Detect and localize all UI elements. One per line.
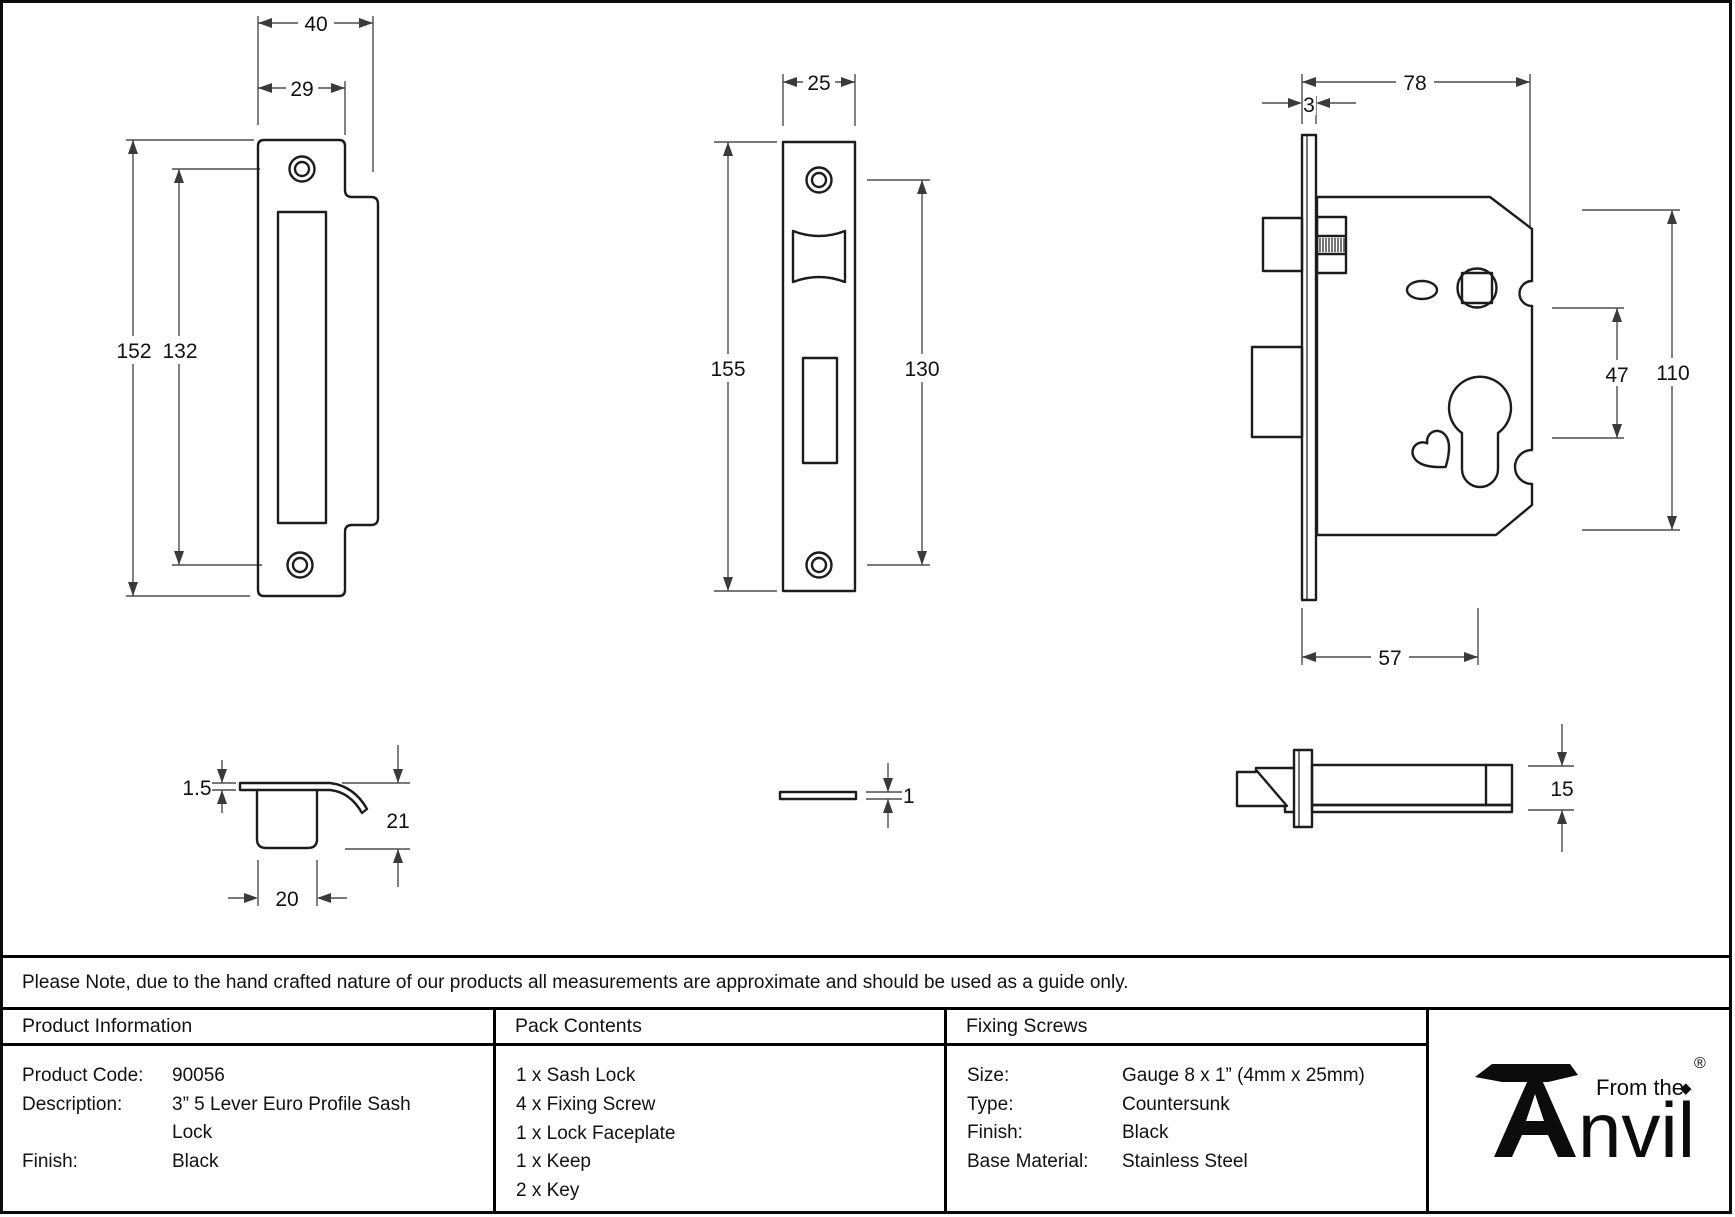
dim-keep-screw-centres: 132 — [162, 340, 197, 363]
lock-body-side-view: 78 3 — [1250, 68, 1698, 670]
pack-item: 1 x Sash Lock — [516, 1065, 636, 1086]
screw-type-label: Type: — [967, 1093, 1014, 1115]
pack-item: 1 x Keep — [516, 1151, 591, 1173]
product-info-table: Product Information Product Code: 90056 … — [3, 1007, 1729, 1211]
screw-finish-row: Finish: Black — [967, 1119, 1426, 1148]
faceplate-outline — [781, 140, 857, 593]
keep-front-view: 40 29 152 132 — [112, 9, 380, 598]
finish-row: Finish: Black — [22, 1148, 493, 1177]
description-value: 3” 5 Lever Euro Profile Sash Lock — [172, 1093, 411, 1144]
registered-trademark-icon: ® — [1694, 1055, 1706, 1072]
lock-faceplate-edge — [1300, 133, 1318, 602]
heart-cutout — [1411, 429, 1451, 469]
base-material-value: Stainless Steel — [1122, 1150, 1248, 1172]
logo-name-rest: nvil — [1578, 1086, 1695, 1174]
pack-contents-column: Pack Contents 1 x Sash Lock 4 x Fixing S… — [496, 1010, 947, 1211]
finish-value: Black — [172, 1150, 219, 1172]
screw-finish-value: Black — [1122, 1122, 1169, 1143]
keep-plate-outline — [256, 138, 380, 598]
dim-keep-outer-height: 152 — [116, 340, 151, 363]
screw-size-value: Gauge 8 x 1” (4mm x 25mm) — [1122, 1065, 1365, 1086]
screw-type-value: Countersunk — [1122, 1093, 1230, 1115]
anvil-top-shape — [1475, 1064, 1578, 1082]
deadbolt — [1250, 345, 1304, 439]
dim-keep-plate-thickness: 1.5 — [182, 777, 211, 800]
keep-pocket-opening — [276, 210, 328, 525]
dim-keep-outer-width: 40 — [304, 13, 327, 36]
anvil-a-logo-mark — [1494, 1064, 1576, 1157]
brand-logo-cell: nvil From the ◆ ® — [1429, 1010, 1729, 1211]
description-row: Description: 3” 5 Lever Euro Profile Sas… — [22, 1091, 493, 1148]
pack-contents-header: Pack Contents — [496, 1010, 944, 1046]
faceplate-top-view — [1292, 748, 1314, 829]
pack-item: 4 x Fixing Screw — [516, 1093, 656, 1115]
spindle-follower — [1456, 267, 1498, 309]
faceplate-side-view: 1 — [778, 763, 915, 828]
product-code-label: Product Code: — [22, 1065, 144, 1086]
screw-finish-label: Finish: — [967, 1122, 1023, 1143]
lock-body-top-view: 15 — [1235, 724, 1574, 852]
faceplate-screw-hole-bottom — [805, 551, 833, 579]
dim-case-thickness: 15 — [1550, 778, 1573, 801]
dim-faceplate-screw-centres: 130 — [904, 358, 939, 381]
base-material-row: Base Material: Stainless Steel — [967, 1148, 1426, 1177]
keep-screw-hole-bottom — [286, 551, 314, 579]
keep-lip-profile — [238, 781, 369, 815]
base-material-label: Base Material: — [967, 1150, 1089, 1172]
dim-backset: 57 — [1378, 647, 1401, 670]
dim-lock-faceplate-thickness: 3 — [1303, 94, 1315, 117]
product-information-column: Product Information Product Code: 90056 … — [3, 1010, 496, 1211]
dim-spindle-to-cylinder: 47 — [1605, 364, 1628, 387]
lock-case-outline — [1315, 195, 1534, 537]
dim-keep-pocket-width: 20 — [275, 888, 298, 911]
product-information-header: Product Information — [3, 1010, 493, 1046]
screw-size-row: Size: Gauge 8 x 1” (4mm x 25mm) — [967, 1062, 1426, 1091]
dim-lock-depth: 78 — [1403, 72, 1426, 95]
dim-case-height: 110 — [1656, 362, 1689, 385]
keep-screw-hole-top — [288, 155, 316, 183]
technical-drawings: 40 29 152 132 — [112, 9, 1698, 911]
latch-bolt — [1261, 216, 1304, 273]
faceplate-latch-opening — [791, 229, 847, 284]
faceplate-deadbolt-opening — [801, 356, 839, 465]
dim-keep-depth: 21 — [386, 810, 409, 833]
from-the-anvil-logo: nvil From the ◆ ® — [1475, 1055, 1706, 1174]
euro-cylinder-hole — [1447, 375, 1513, 489]
fixing-screws-header: Fixing Screws — [947, 1010, 1426, 1046]
pack-item: 1 x Lock Faceplate — [516, 1122, 676, 1144]
spindle-square-hole — [1460, 271, 1494, 305]
logo-diamond-icon: ◆ — [1680, 1080, 1692, 1097]
oval-hole — [1405, 279, 1439, 301]
faceplate-front-view: 25 155 130 — [705, 68, 945, 593]
note-text: Please Note, due to the hand crafted nat… — [22, 972, 1129, 993]
logo-tagline: From the — [1596, 1075, 1684, 1100]
measurement-disclaimer-note: Please Note, due to the hand crafted nat… — [3, 955, 1729, 1007]
dim-faceplate-width: 25 — [807, 72, 830, 95]
screw-size-label: Size: — [967, 1065, 1010, 1086]
latch-spring-hatch — [1319, 238, 1345, 252]
keep-profile-view: 1.5 21 20 — [182, 745, 410, 911]
screw-type-row: Type: Countersunk — [967, 1091, 1426, 1120]
description-label: Description: — [22, 1093, 123, 1115]
product-code-row: Product Code: 90056 — [22, 1062, 493, 1091]
dim-faceplate-thickness: 1 — [903, 785, 915, 808]
faceplate-screw-hole-top — [805, 166, 833, 194]
dim-keep-inner-width: 29 — [290, 78, 313, 101]
product-code-value: 90056 — [172, 1065, 225, 1086]
pack-item: 2 x Key — [516, 1180, 580, 1202]
dim-faceplate-height: 155 — [710, 358, 745, 381]
finish-label: Finish: — [22, 1150, 78, 1172]
keep-pocket-profile — [255, 788, 319, 850]
faceplate-side-bar — [778, 790, 858, 801]
latch-top-view — [1235, 766, 1296, 814]
fixing-screws-column: Fixing Screws Size: Gauge 8 x 1” (4mm x … — [947, 1010, 1429, 1211]
case-top-view — [1310, 763, 1514, 807]
